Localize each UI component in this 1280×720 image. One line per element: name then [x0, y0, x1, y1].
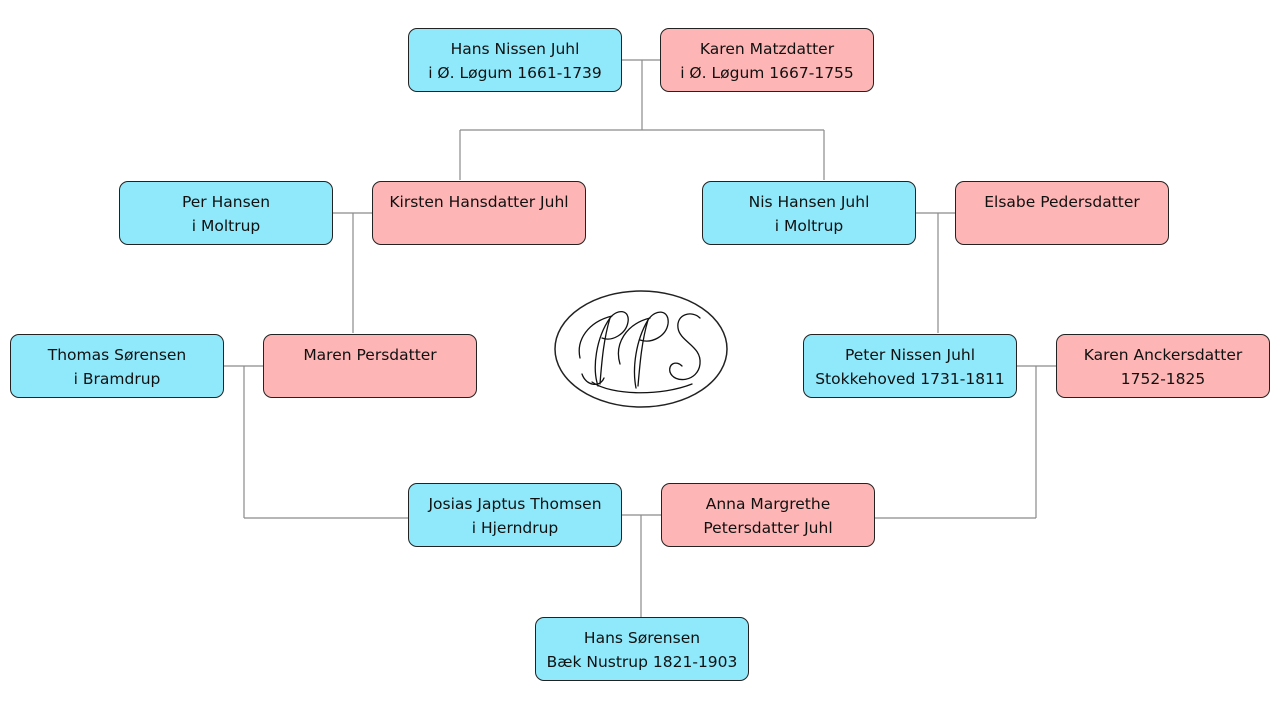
- person-name: Hans Nissen Juhl: [450, 40, 580, 58]
- person-details: i Moltrup: [774, 217, 844, 235]
- person-name: Peter Nissen Juhl: [844, 346, 976, 364]
- person-details: i Moltrup: [191, 217, 261, 235]
- person-details: i Bramdrup: [73, 370, 161, 388]
- person-maren-persdatter: Maren Persdatter: [263, 334, 477, 398]
- person-name: Hans Sørensen: [583, 629, 701, 647]
- person-per-hansen: Per Hansen i Moltrup: [119, 181, 333, 245]
- person-name: Thomas Sørensen: [47, 346, 187, 364]
- person-name: Maren Persdatter: [303, 346, 437, 364]
- person-details: i Ø. Løgum 1667-1755: [680, 64, 854, 82]
- person-name: Anna Margrethe: [705, 495, 831, 513]
- person-karen-matzdatter: Karen Matzdatter i Ø. Løgum 1667-1755: [660, 28, 874, 92]
- person-hans-sorensen: Hans Sørensen Bæk Nustrup 1821-1903: [535, 617, 749, 681]
- person-anna-margrethe-petersdatter-juhl: Anna Margrethe Petersdatter Juhl: [661, 483, 875, 547]
- person-elsabe-pedersdatter: Elsabe Pedersdatter: [955, 181, 1169, 245]
- person-name: Kirsten Hansdatter Juhl: [389, 193, 569, 211]
- person-name: Per Hansen: [181, 193, 271, 211]
- person-name: Karen Matzdatter: [699, 40, 835, 58]
- person-details: i Ø. Løgum 1661-1739: [428, 64, 602, 82]
- person-details: i Hjerndrup: [471, 519, 559, 537]
- person-karen-anckersdatter: Karen Anckersdatter 1752-1825: [1056, 334, 1270, 398]
- person-name: Nis Hansen Juhl: [748, 193, 870, 211]
- person-name: Elsabe Pedersdatter: [984, 193, 1140, 211]
- person-kirsten-hansdatter-juhl: Kirsten Hansdatter Juhl: [372, 181, 586, 245]
- person-details: Stokkehoved 1731-1811: [815, 370, 1005, 388]
- person-name: Karen Anckersdatter: [1083, 346, 1243, 364]
- person-name: Josias Japtus Thomsen: [428, 495, 602, 513]
- pps-monogram-icon: [554, 290, 728, 408]
- person-hans-nissen-juhl: Hans Nissen Juhl i Ø. Løgum 1661-1739: [408, 28, 622, 92]
- person-josias-japtus-thomsen: Josias Japtus Thomsen i Hjerndrup: [408, 483, 622, 547]
- person-peter-nissen-juhl: Peter Nissen Juhl Stokkehoved 1731-1811: [803, 334, 1017, 398]
- person-thomas-sorensen: Thomas Sørensen i Bramdrup: [10, 334, 224, 398]
- person-details: Bæk Nustrup 1821-1903: [546, 653, 738, 671]
- person-details: Petersdatter Juhl: [703, 519, 833, 537]
- person-nis-hansen-juhl: Nis Hansen Juhl i Moltrup: [702, 181, 916, 245]
- person-details: 1752-1825: [1120, 370, 1206, 388]
